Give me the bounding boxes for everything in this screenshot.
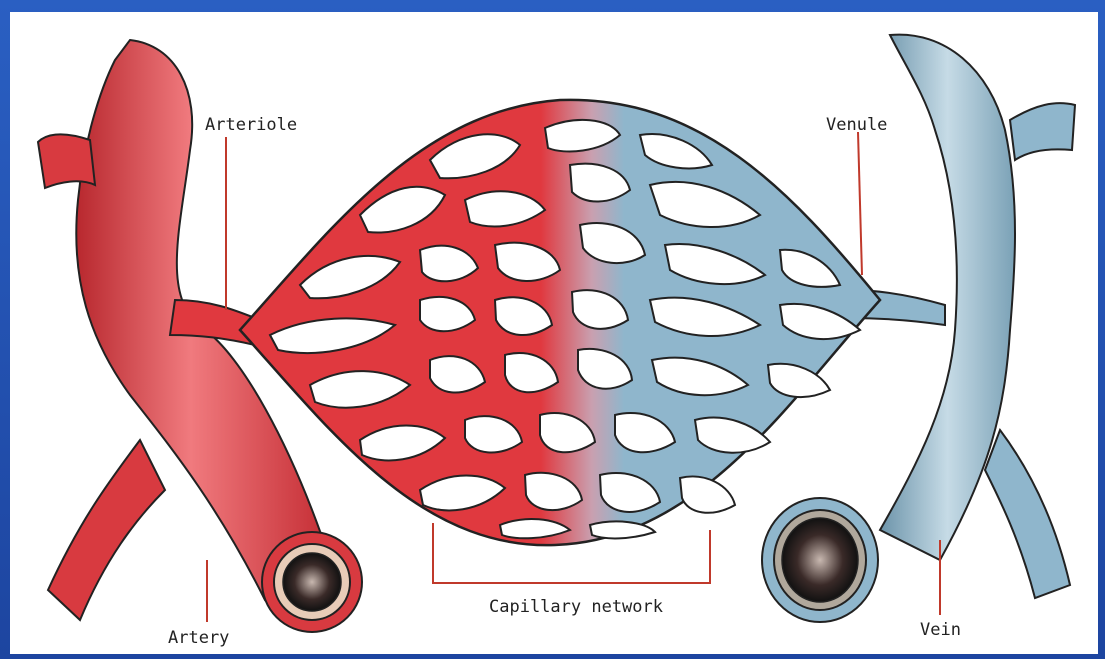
capillary-network xyxy=(240,100,880,545)
vein-cross-section xyxy=(762,498,878,622)
arteriole-label: Arteriole xyxy=(205,115,297,135)
vein-label: Vein xyxy=(920,620,961,640)
capillary-network-label: Capillary network xyxy=(489,597,663,617)
artery-label: Artery xyxy=(168,628,229,648)
venule-leader-line xyxy=(858,132,862,275)
venule-label: Venule xyxy=(826,115,887,135)
artery-cross-section xyxy=(262,532,362,632)
